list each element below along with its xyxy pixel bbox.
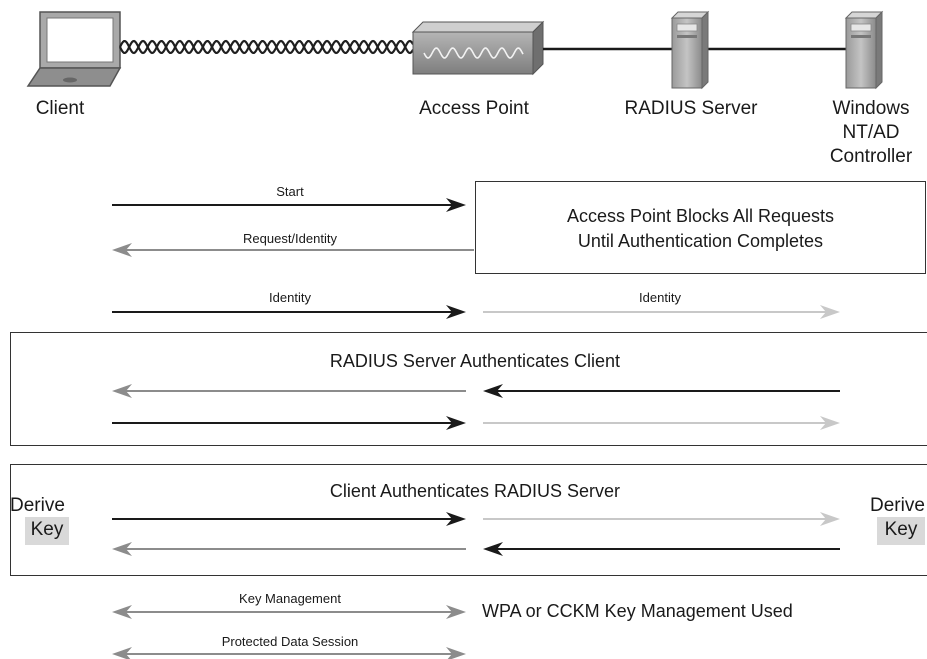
key-management-label: Key Management	[239, 591, 341, 606]
derive-right-label: Derive	[870, 495, 925, 516]
identity-right-label: Identity	[639, 290, 681, 305]
start-arrow	[112, 198, 466, 212]
radius-response-arrow-left	[112, 542, 466, 556]
identity-left-label: Identity	[269, 290, 311, 305]
client-label: Client	[35, 98, 85, 119]
request-identity-label: Request/Identity	[243, 231, 337, 246]
client-challenge-arrow-right	[483, 512, 840, 526]
wpa-cckm-note: WPA or CCKM Key Management Used	[482, 601, 793, 621]
radius-challenge-arrow-right	[483, 384, 840, 398]
wireless-link-icon	[119, 39, 414, 55]
radius-auth-client-title: RADIUS Server Authenticates Client	[329, 351, 621, 371]
ap-blocks-box	[475, 181, 926, 274]
key-left-box: Key	[25, 517, 69, 545]
client-auth-radius-box	[10, 464, 927, 576]
protected-session-label: Protected Data Session	[221, 634, 359, 649]
protected-session-arrow	[112, 647, 466, 659]
client-response-arrow-right	[483, 416, 840, 430]
radius-response-arrow-right	[483, 542, 840, 556]
radius-auth-client-box	[10, 332, 927, 446]
client-auth-radius-title: Client Authenticates RADIUS Server	[329, 481, 621, 501]
client-response-arrow-left	[112, 416, 466, 430]
radius-challenge-arrow-left	[112, 384, 466, 398]
controller-server-icon	[844, 10, 884, 90]
radius-server-icon	[670, 10, 710, 90]
key-right-box: Key	[877, 517, 925, 545]
laptop-icon	[26, 11, 122, 87]
client-challenge-arrow-left	[112, 512, 466, 526]
controller-label-line-1: Windows	[832, 98, 910, 119]
derive-left-label: Derive	[10, 495, 65, 516]
controller-label-line-2: NT/AD	[842, 122, 900, 143]
access-point-label: Access Point	[419, 98, 529, 119]
ap-blocks-line-2: Until Authentication Completes	[577, 231, 824, 251]
radius-server-label: RADIUS Server	[624, 98, 758, 119]
identity-arrow-right	[483, 305, 840, 319]
key-management-arrow	[112, 605, 466, 619]
access-point-icon	[411, 20, 545, 76]
start-message-label: Start	[276, 184, 304, 199]
request-identity-arrow	[112, 243, 474, 257]
identity-arrow-left	[112, 305, 466, 319]
ap-blocks-line-1: Access Point Blocks All Requests	[566, 206, 835, 226]
controller-label-line-3: Controller	[829, 146, 913, 167]
